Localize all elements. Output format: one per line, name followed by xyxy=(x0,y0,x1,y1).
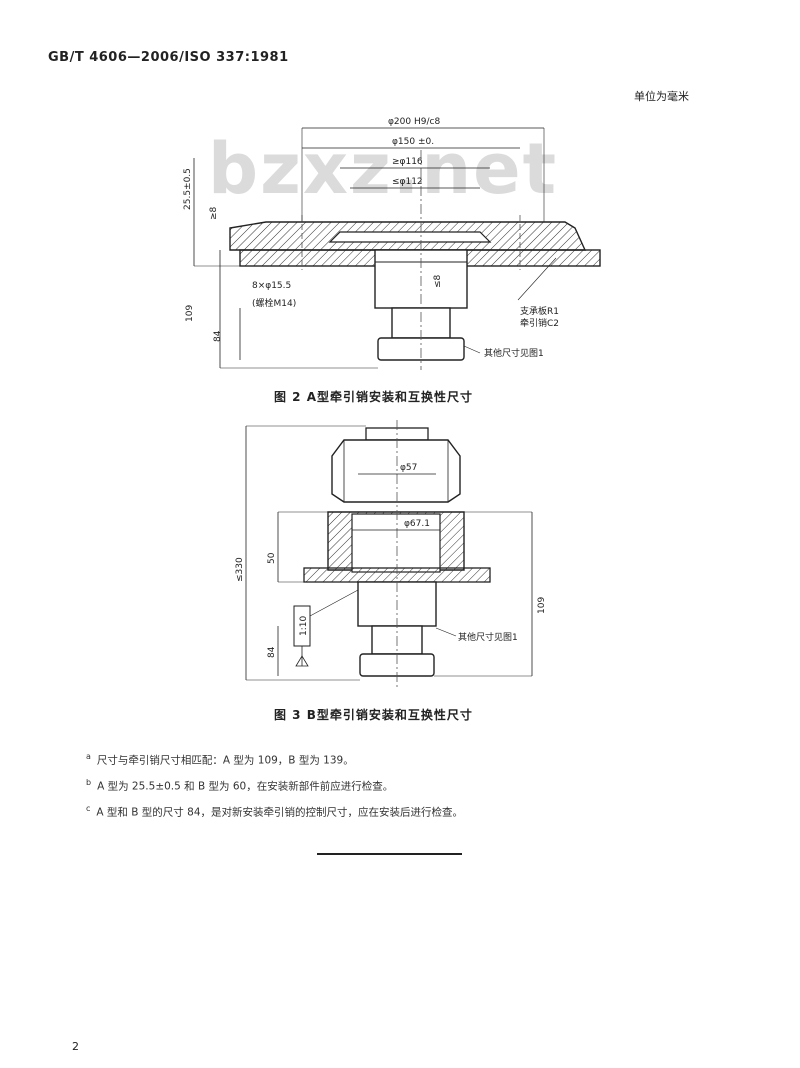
dim-d671: φ67.1 xyxy=(404,519,430,529)
unit-note: 单位为毫米 xyxy=(634,90,689,103)
dim-h109-b: 109 xyxy=(537,597,547,614)
dim-h50: 50 xyxy=(267,552,277,564)
dim-h330: ≤330 xyxy=(235,557,245,582)
figure2-caption: 图 2 A型牵引销安装和互换性尺寸 xyxy=(274,390,473,404)
dim-d116: ≥φ116 xyxy=(392,157,423,167)
hex-nut xyxy=(331,439,461,503)
note-other-dims: 其他尺寸见图1 xyxy=(484,347,544,359)
figure2-drawing: φ200 H9/c8 φ150 ±0. ≥φ116 ≤φ112 25.5±0.5… xyxy=(183,117,601,370)
standard-number: GB/T 4606—2006/ISO 337:1981 xyxy=(48,50,289,65)
figure3-drawing: φ57 φ67.1 ≤330 50 84 109 1:10 其他尺寸见图1 xyxy=(235,420,547,688)
page-number: 2 xyxy=(72,1040,79,1053)
dim-bolt: (螺栓M14) xyxy=(252,297,296,309)
dim-holes: 8×φ15.5 xyxy=(252,281,291,291)
note-other-dims-b: 其他尺寸见图1 xyxy=(458,631,518,643)
dim-h255: 25.5±0.5 xyxy=(183,168,193,210)
dim-h84-b: 84 xyxy=(267,646,277,658)
end-rule xyxy=(317,853,462,855)
dim-d150: φ150 ±0. xyxy=(392,137,434,147)
dim-d112: ≤φ112 xyxy=(392,177,423,187)
dim-h8a: ≥8 xyxy=(209,206,219,220)
figure3-caption: 图 3 B型牵引销安装和互换性尺寸 xyxy=(274,708,473,722)
dim-h84: 84 xyxy=(213,330,223,342)
taper-ratio: 1:10 xyxy=(299,616,309,636)
dim-h8b: ≤8 xyxy=(433,274,443,288)
dim-h109: 109 xyxy=(185,305,195,322)
dim-outer-diameter: φ200 H9/c8 xyxy=(388,117,440,127)
note-plate-1: 支承板R1 xyxy=(520,305,559,317)
note-plate-2: 牵引销C2 xyxy=(520,317,559,329)
dim-d57: φ57 xyxy=(400,463,417,473)
watermark: bzxz.net xyxy=(208,128,559,210)
